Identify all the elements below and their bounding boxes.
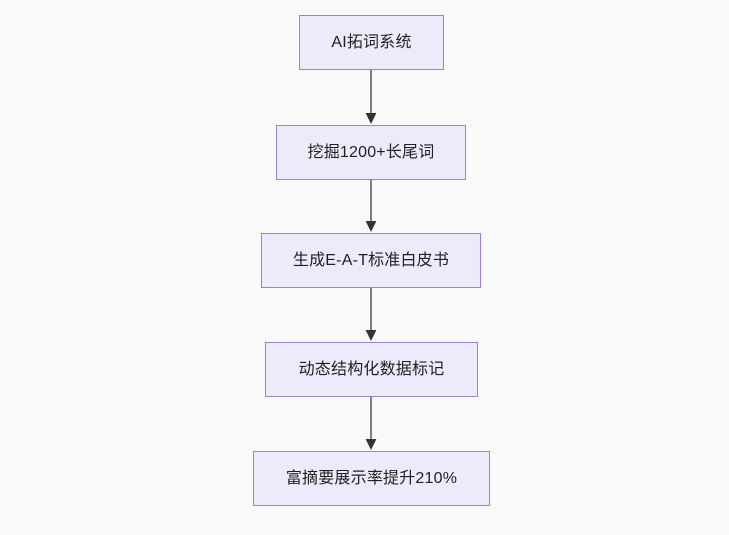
flow-node-label: 富摘要展示率提升210% xyxy=(285,469,458,487)
flow-node-generate-eat-whitepaper[interactable]: 生成E-A-T标准白皮书 xyxy=(261,233,481,288)
arrow-down-icon xyxy=(365,288,377,341)
flow-node-ai-keyword-system[interactable]: AI拓词系统 xyxy=(299,15,444,70)
flow-node-rich-snippet-impression-lift[interactable]: 富摘要展示率提升210% xyxy=(253,451,490,506)
flow-edge-1 xyxy=(363,70,379,125)
flow-node-label: 挖掘1200+长尾词 xyxy=(307,143,435,161)
flow-edge-4 xyxy=(363,397,379,451)
flow-edge-3 xyxy=(363,288,379,342)
flow-edge-2 xyxy=(363,180,379,233)
arrow-down-icon xyxy=(365,180,377,232)
flow-node-label: AI拓词系统 xyxy=(331,33,412,51)
flow-node-label: 动态结构化数据标记 xyxy=(298,360,445,378)
flow-node-mine-longtail-keywords[interactable]: 挖掘1200+长尾词 xyxy=(276,125,466,180)
arrow-down-icon xyxy=(365,397,377,450)
flow-node-label: 生成E-A-T标准白皮书 xyxy=(292,251,450,269)
arrow-down-icon xyxy=(365,70,377,124)
flow-node-dynamic-structured-data-markup[interactable]: 动态结构化数据标记 xyxy=(265,342,478,397)
